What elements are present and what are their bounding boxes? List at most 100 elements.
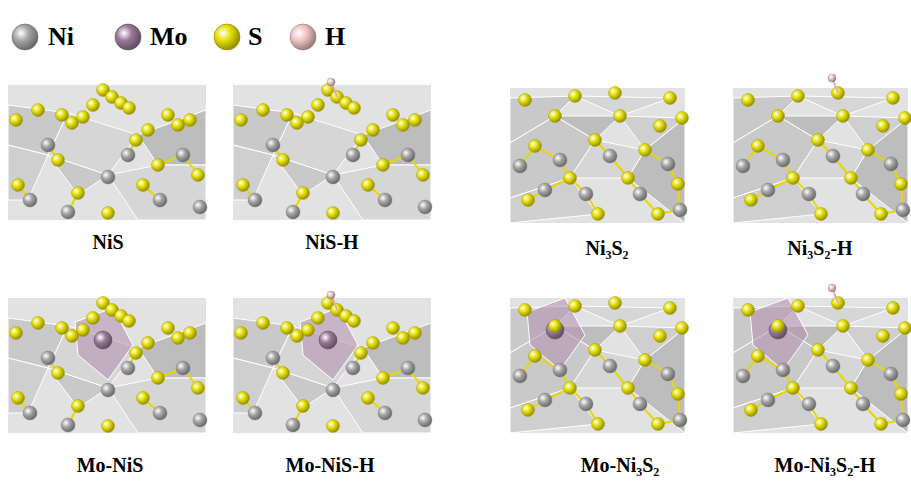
crystal-panel [733, 284, 911, 433]
s-atom [742, 304, 755, 317]
ni-atom [538, 393, 552, 407]
crystal-panel [510, 87, 689, 224]
s-atom [56, 109, 69, 122]
ni-atom [121, 361, 135, 375]
s-atom [875, 208, 888, 221]
ni-atom [603, 359, 617, 373]
crystal-panel [8, 84, 207, 221]
ni-atom [661, 157, 675, 171]
ni-atom [896, 203, 910, 217]
ni-atom [513, 159, 527, 173]
polyhedron [333, 165, 431, 220]
s-atom [162, 322, 175, 335]
legend-text: S [248, 24, 262, 50]
s-atom [355, 347, 368, 360]
s-atom [672, 388, 685, 401]
panel-label: Ni₃S₂-H [787, 238, 852, 258]
s-atom [609, 87, 622, 100]
s-atom [377, 159, 390, 172]
ni-atom [761, 393, 775, 407]
ni-atom [633, 397, 647, 411]
ni-atom [761, 183, 775, 197]
ni-atom [193, 200, 207, 214]
s-atom [87, 99, 100, 112]
s-atom [752, 140, 765, 153]
s-atom [277, 367, 290, 380]
s-atom [102, 420, 115, 433]
ni-atom [176, 361, 190, 375]
s-atom [56, 322, 69, 335]
s-atom [281, 322, 294, 335]
s-atom [772, 110, 785, 123]
s-atom [812, 134, 825, 147]
s-atom [367, 124, 380, 137]
ni-atom [553, 363, 567, 377]
s-atom [387, 322, 400, 335]
panel-ground [8, 85, 206, 220]
ni-atom [856, 397, 870, 411]
ni-atom [346, 148, 360, 162]
mo-atom [94, 331, 112, 349]
s-atom [137, 179, 150, 192]
crystal-panel [733, 74, 911, 223]
s-atom [652, 418, 665, 431]
s-atom [152, 159, 165, 172]
polyhedron [510, 178, 598, 223]
ni-atom [802, 397, 816, 411]
ni-atom [176, 148, 190, 162]
s-atom [742, 94, 755, 107]
ni-atom [736, 159, 750, 173]
panel-label: Ni₃S₂ [585, 238, 628, 258]
ni-atom [538, 183, 552, 197]
s-atom [327, 420, 340, 433]
ni-atom [378, 193, 392, 207]
ni-atom [896, 413, 910, 427]
panel-ground [233, 85, 431, 220]
s-atom [123, 315, 136, 328]
s-atom [529, 140, 542, 153]
polyhedron [510, 388, 598, 433]
h-atom [327, 78, 335, 86]
ni-atom [553, 153, 567, 167]
s-atom [362, 179, 375, 192]
s-atom [564, 382, 577, 395]
ni-atom [41, 138, 55, 152]
ni-atom [673, 413, 687, 427]
s-atom [614, 110, 627, 123]
ni-atom [884, 157, 898, 171]
crystal-panel [233, 291, 432, 433]
s-atom [787, 382, 800, 395]
ni-atom [826, 359, 840, 373]
s-atom [899, 322, 911, 335]
ni-atom [633, 187, 647, 201]
s-atom [745, 404, 758, 417]
polyhedron [273, 113, 363, 175]
panel-ground [510, 298, 685, 433]
ni-atom [61, 418, 75, 432]
s-atom [549, 320, 562, 333]
s-atom [409, 114, 422, 127]
ni-atom [61, 205, 75, 219]
legend-text: H [325, 24, 345, 50]
s-atom [312, 312, 325, 325]
s-atom [362, 392, 375, 405]
s-atom [162, 109, 175, 122]
s-atom [614, 320, 627, 333]
s-atom [192, 169, 205, 182]
ni-atom [826, 149, 840, 163]
h-atom [828, 74, 836, 82]
ni-atom [248, 193, 262, 207]
s-atom [257, 317, 270, 330]
s-atom [348, 315, 361, 328]
polyhedron [733, 388, 821, 433]
ni-atom [266, 351, 280, 365]
s-atom [519, 94, 532, 107]
s-atom [652, 208, 665, 221]
crystal-panel [510, 297, 689, 434]
s-atom [815, 418, 828, 431]
s-atom [355, 134, 368, 147]
polyhedron [108, 378, 206, 433]
ni-atom [776, 363, 790, 377]
s-atom [792, 300, 805, 313]
